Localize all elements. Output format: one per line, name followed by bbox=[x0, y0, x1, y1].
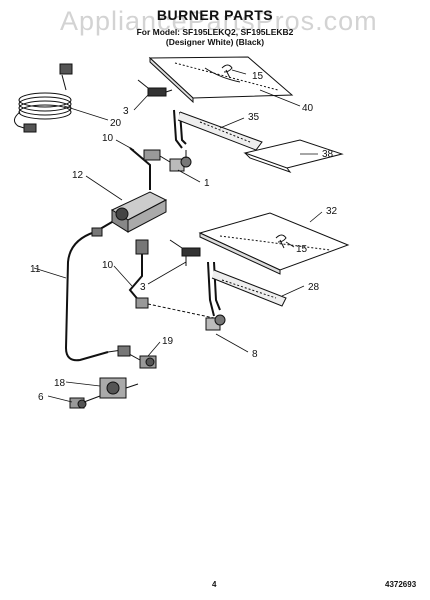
callout-40: 40 bbox=[302, 103, 314, 114]
callout-15-upper: 15 bbox=[252, 71, 264, 82]
callout-15-lower: 15 bbox=[296, 244, 308, 255]
finish-subtitle: (Designer White) (Black) bbox=[165, 37, 265, 47]
regulator-fitting bbox=[107, 345, 157, 369]
callout-12: 12 bbox=[72, 170, 84, 181]
lower-gas-tube bbox=[128, 239, 215, 319]
callout-20: 20 bbox=[110, 118, 122, 129]
lower-burner-tube bbox=[207, 261, 287, 317]
callout-35: 35 bbox=[248, 112, 260, 123]
lower-orifice-fitting bbox=[205, 314, 226, 331]
callout-38: 38 bbox=[322, 149, 334, 160]
lower-clip bbox=[275, 234, 287, 249]
callout-19: 19 bbox=[162, 336, 174, 347]
diagram-title: BURNER PARTS bbox=[156, 7, 274, 23]
callout-6: 6 bbox=[38, 392, 44, 403]
lower-burner-cover-plate bbox=[198, 212, 350, 275]
callout-labels: 15 40 3 35 20 10 38 1 12 32 15 11 10 28 … bbox=[30, 71, 338, 403]
upper-gas-tube bbox=[129, 147, 171, 190]
callout-11: 11 bbox=[30, 264, 41, 275]
pressure-regulator bbox=[99, 377, 139, 399]
model-subtitle: For Model: SF195LEKQ2, SF195LEKB2 bbox=[136, 27, 294, 37]
upper-igniter bbox=[137, 79, 173, 97]
upper-burner-cover-plate bbox=[148, 56, 294, 104]
upper-orifice-fitting bbox=[169, 150, 192, 172]
main-gas-tube bbox=[64, 227, 109, 362]
leader-lines bbox=[33, 69, 323, 403]
lower-igniter bbox=[169, 239, 201, 266]
upper-heat-deflector bbox=[243, 139, 344, 174]
callout-1: 1 bbox=[204, 178, 210, 189]
callout-10-upper: 10 bbox=[102, 133, 114, 144]
burner-valve bbox=[94, 191, 168, 233]
document-number: 4372693 bbox=[385, 580, 417, 589]
upper-clip bbox=[221, 64, 233, 79]
callout-28: 28 bbox=[308, 282, 320, 293]
callout-18: 18 bbox=[54, 378, 66, 389]
page-number: 4 bbox=[212, 580, 217, 589]
callout-10-lower: 10 bbox=[102, 260, 114, 271]
power-cord bbox=[14, 63, 73, 133]
callout-3-upper: 3 bbox=[123, 106, 129, 117]
inlet-elbow bbox=[69, 395, 101, 409]
callout-3-lower: 3 bbox=[140, 282, 146, 293]
callout-32: 32 bbox=[326, 206, 338, 217]
callout-8: 8 bbox=[252, 349, 258, 360]
upper-burner-tube bbox=[173, 109, 263, 151]
